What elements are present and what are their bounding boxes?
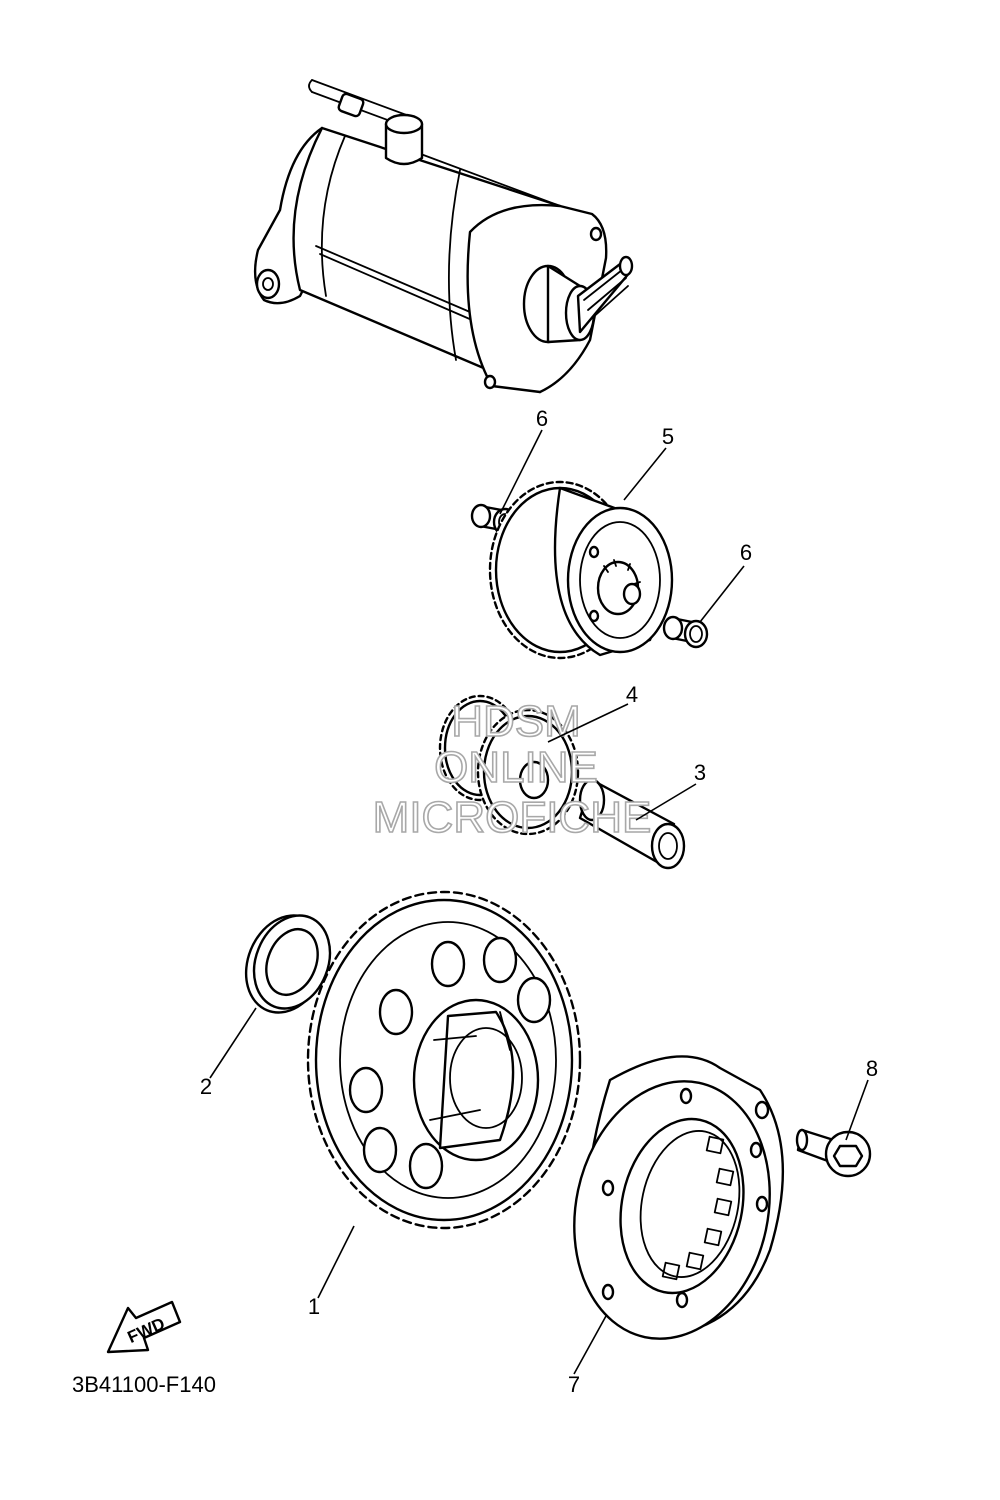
watermark-line-3: MICROFICHE: [373, 793, 652, 842]
collar-lower[interactable]: [662, 615, 709, 649]
watermark-line-2: ONLINE: [434, 743, 598, 792]
watermark-line-1: HDSM: [451, 697, 581, 746]
callout-6-lower: 6: [740, 540, 752, 565]
callout-4: 4: [626, 682, 638, 707]
callout-8: 8: [866, 1056, 878, 1081]
bolt[interactable]: [795, 1128, 872, 1178]
thrust-washer[interactable]: [232, 903, 343, 1024]
small-idler-gear[interactable]: [438, 694, 580, 836]
callout-7: 7: [568, 1372, 580, 1397]
watermark: HDSM ONLINE MICROFICHE: [372, 696, 652, 843]
idler-gear[interactable]: [488, 480, 674, 660]
idler-shaft[interactable]: [578, 778, 686, 870]
callout-6-upper: 6: [536, 406, 548, 431]
fwd-arrow-icon: FWD: [106, 1300, 182, 1354]
diagram-code: 3B41100-F140: [72, 1372, 216, 1397]
callout-2: 2: [200, 1074, 212, 1099]
starter-wheel-gear[interactable]: [306, 890, 582, 1230]
starter-motor[interactable]: [253, 79, 634, 394]
starter-clutch[interactable]: [551, 1055, 793, 1357]
callout-3: 3: [694, 760, 706, 785]
callout-5: 5: [662, 424, 674, 449]
leader-lines: [209, 429, 869, 1375]
callout-1: 1: [308, 1294, 320, 1319]
